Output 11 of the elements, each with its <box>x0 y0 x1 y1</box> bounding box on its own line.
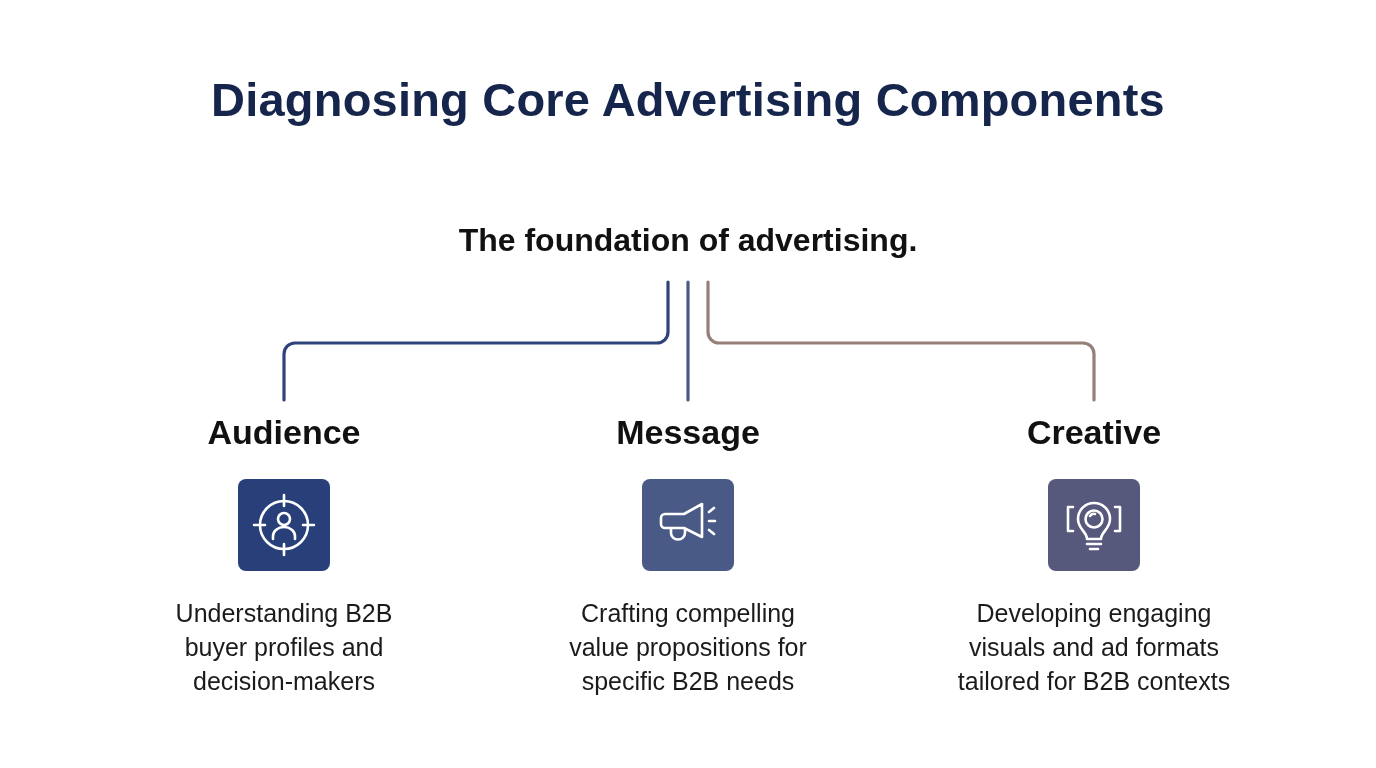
column-description: Developing engaging visuals and ad formats tailored for B2B contexts <box>956 598 1232 697</box>
column-heading: Audience <box>207 412 361 452</box>
topic-text: The foundation of advertising. <box>458 221 918 260</box>
column-description: Crafting compelling value propositions for specific B2B needs <box>568 598 808 697</box>
connector-line <box>686 280 690 402</box>
diagram-title: Diagnosing Core Advertising Components <box>211 73 1165 126</box>
connector-line <box>282 280 670 402</box>
column-description: Understanding B2B buyer profiles and decision-makers <box>174 598 394 697</box>
column-heading: Message <box>616 412 760 452</box>
column-heading: Creative <box>1026 412 1162 452</box>
connector-line <box>706 280 1096 402</box>
